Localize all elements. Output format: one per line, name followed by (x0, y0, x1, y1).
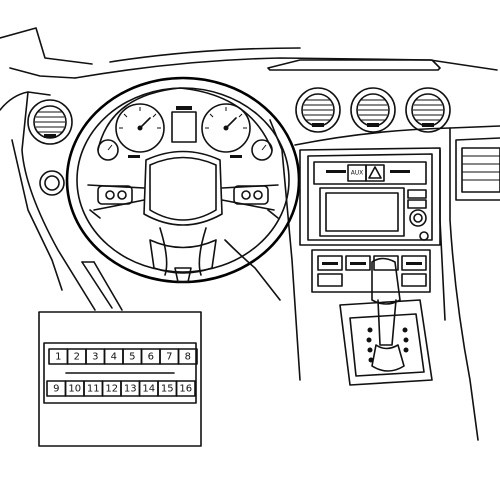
connector-top-row: 1 2 3 4 5 6 7 8 (48, 348, 198, 365)
connector-pin-6: 6 (140, 348, 161, 365)
instrument-cluster (97, 87, 273, 161)
connector-pin-13: 13 (120, 380, 141, 397)
gear-shifter (339, 257, 433, 386)
steering-column (149, 239, 281, 301)
connector-pin-8: 8 (177, 348, 198, 365)
dashboard-outline (0, 27, 500, 441)
center-vent-left (295, 87, 341, 133)
connector-pin-3: 3 (85, 348, 106, 365)
connector-pin-4: 4 (103, 348, 124, 365)
connector-pin-2: 2 (66, 348, 87, 365)
connector-pin-label: 3 (92, 352, 98, 363)
left-air-vent (27, 99, 73, 145)
connector-pin-cell (175, 380, 196, 397)
callout-leader (81, 261, 123, 311)
center-vent-right (405, 87, 451, 133)
connector-pin-label: 7 (166, 352, 172, 363)
connector-pin-label: 16 (179, 384, 192, 395)
connector-pin-label: 6 (148, 352, 154, 363)
head-unit-buttons (407, 189, 429, 241)
connector-pin-label: 15 (161, 384, 174, 395)
right-air-vent (455, 137, 500, 201)
light-switch-knob (39, 170, 65, 196)
connector-pin-10: 10 (64, 380, 85, 397)
connector-pin-11: 11 (83, 380, 104, 397)
connector-bottom-row: 9 10 11 12 13 14 15 16 (46, 380, 196, 397)
connector-pin-cell (177, 348, 198, 365)
connector-pin-label: 2 (74, 352, 80, 363)
connector-pin-9: 9 (46, 380, 67, 397)
connector-pin-1: 1 (48, 348, 69, 365)
connector-pin-label: 8 (185, 352, 191, 363)
connector-pin-label: 11 (87, 384, 100, 395)
connector-pin-label: 10 (68, 384, 81, 395)
connector-pin-label: 12 (105, 384, 118, 395)
connector-pin-label: 1 (55, 352, 61, 363)
hazard-button (365, 164, 385, 182)
connector-pin-15: 15 (157, 380, 178, 397)
connector-pin-label: 14 (142, 384, 155, 395)
center-vent-middle (350, 87, 396, 133)
connector-pin-label: 13 (124, 384, 137, 395)
climate-controls (311, 249, 431, 293)
aux-button-label: AUX (351, 170, 364, 177)
connector-pin-5: 5 (122, 348, 143, 365)
navigation-screen (319, 187, 405, 237)
aux-button: AUX (347, 164, 367, 182)
center-air-vents (295, 87, 451, 133)
connector-pin-7: 7 (159, 348, 180, 365)
steering-wheel (65, 76, 301, 284)
connector-pin-label: 4 (111, 352, 117, 363)
center-console: AUX (299, 147, 441, 246)
connector-pin-16: 16 (175, 380, 196, 397)
connector-pin-label: 5 (129, 352, 135, 363)
connector-pin-label: 9 (53, 384, 59, 395)
connector-pin-12: 12 (101, 380, 122, 397)
connector-pin-14: 14 (138, 380, 159, 397)
